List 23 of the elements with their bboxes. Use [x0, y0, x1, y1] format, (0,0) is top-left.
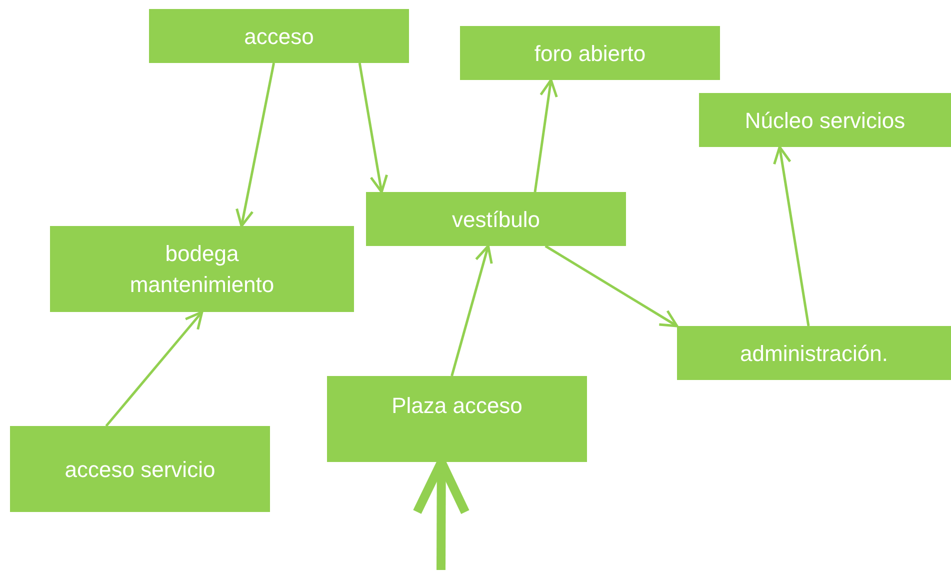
process-box [50, 226, 354, 312]
arrow [534, 78, 558, 192]
box-label: foro abierto [534, 40, 646, 68]
box-label: Núcleo servicios [744, 106, 906, 134]
process-box [460, 26, 720, 80]
box-label: acceso [244, 22, 314, 50]
arrow [358, 62, 388, 194]
arrow [236, 62, 276, 228]
arrow [773, 146, 810, 326]
arrow [544, 244, 678, 328]
box-label: administración. [740, 340, 888, 368]
process-box [327, 376, 587, 462]
box-label: Plaza acceso [392, 392, 522, 420]
box-label: bodega mantenimiento [128, 240, 276, 299]
process-box [699, 93, 951, 147]
process-box [366, 192, 626, 246]
arrow [450, 244, 493, 376]
process-box [149, 9, 409, 63]
arrow [105, 310, 204, 427]
box-label: vestíbulo [452, 206, 540, 234]
box-label: acceso servicio [64, 456, 216, 484]
process-box [677, 326, 951, 380]
process-box [10, 426, 270, 512]
